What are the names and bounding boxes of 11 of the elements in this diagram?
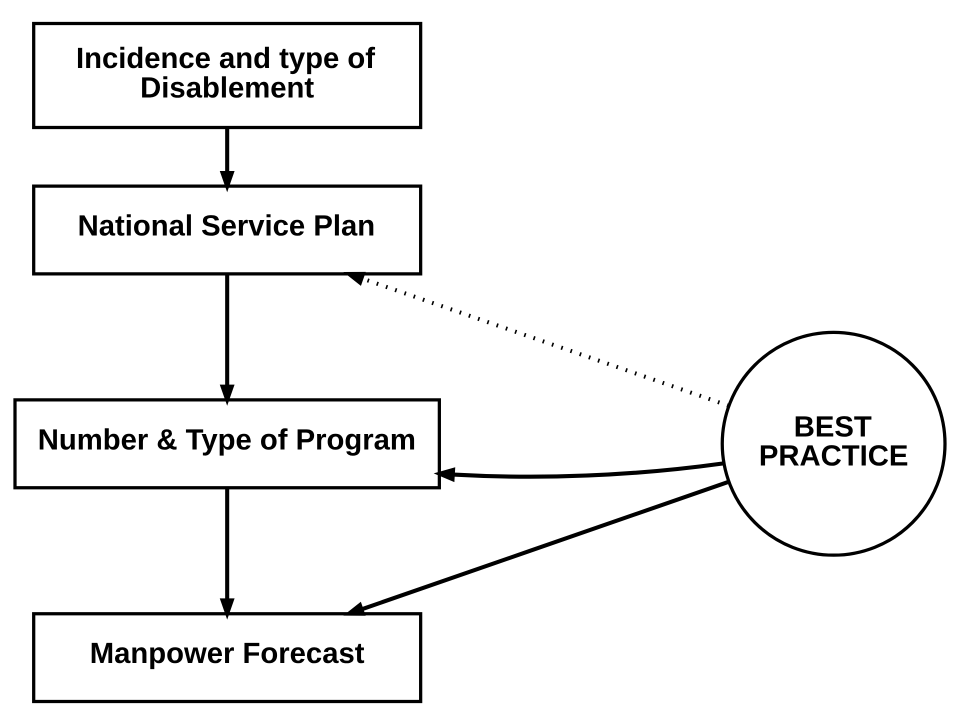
node-box: Incidence and type of Disablement [32, 22, 422, 130]
node-box: Manpower Forecast [32, 612, 422, 704]
arrow [434, 461, 724, 482]
node-box: National Service Plan [32, 184, 422, 276]
arrow [220, 488, 235, 620]
arrow [220, 128, 235, 192]
node-circle: BEST PRACTICE [720, 330, 947, 557]
arrow [343, 272, 730, 408]
node-box: Number & Type of Program [13, 398, 441, 490]
arrow [343, 480, 730, 616]
arrow [220, 274, 235, 406]
